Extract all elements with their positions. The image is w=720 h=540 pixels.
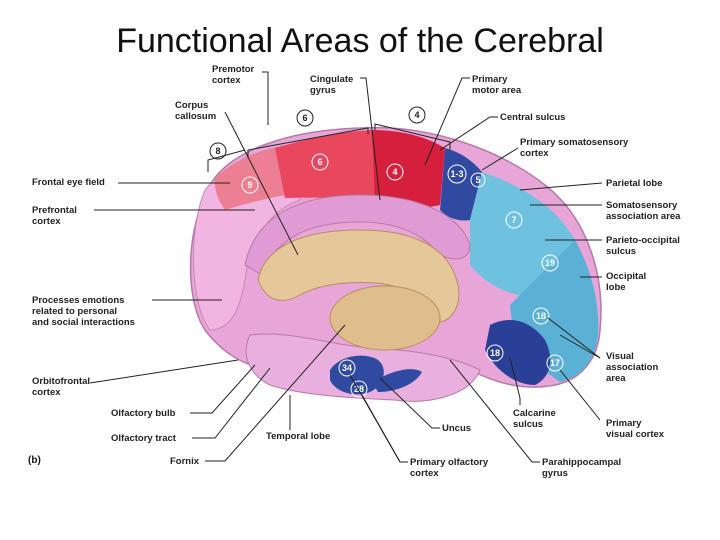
svg-text:18: 18 [490,348,500,358]
area-number-6: 6 [311,153,329,171]
svg-text:1-3: 1-3 [450,169,463,179]
leader-fornix [205,324,346,462]
svg-text:7: 7 [511,215,516,225]
uncus-tail [372,369,422,392]
leader-olfactory-bulb [190,364,256,414]
area-number-8: 8 [209,142,227,160]
leader-primary-olfactory-2 [361,394,401,463]
leader-corpus-callosum [224,111,299,256]
area-number-18-lower: 18 [486,344,504,362]
area-number-19: 19 [541,254,559,272]
label-temporal-lobe: Temporal lobe [266,431,330,442]
area-number-18-upper: 18 [532,307,550,325]
area-number-28: 28 [350,380,368,398]
svg-text:4: 4 [414,110,419,120]
svg-text:18: 18 [536,311,546,321]
svg-text:6: 6 [317,157,322,167]
area-number-7: 7 [505,211,523,229]
svg-text:6: 6 [302,113,307,123]
label-frontal-eye-field: Frontal eye field [32,177,105,188]
somatosensory-region [440,148,482,221]
svg-text:8: 8 [215,146,220,156]
svg-text:5: 5 [475,175,480,185]
leader-cingulate [360,77,381,201]
slide-title: Functional Areas of the Cerebral [116,22,604,60]
svg-text:4: 4 [392,167,397,177]
primary-motor-region [372,130,445,208]
svg-text:28: 28 [354,384,364,394]
leader-parietal-lobe [519,182,603,191]
label-olfactory-bulb: Olfactory bulb [111,408,176,419]
leader-visual-assoc-1 [547,317,601,359]
leader-orbitofrontal [89,359,239,384]
area-number-4: 4 [386,163,404,181]
bracket-area-8 [207,149,246,172]
leader-visual-assoc-2 [559,334,601,359]
area-number-1-3: 1-3 [447,164,467,184]
leader-primary-motor [424,77,470,166]
leader-uncus [379,377,440,429]
svg-text:34: 34 [342,363,352,373]
area-number-17: 17 [546,354,564,372]
cingulate-gyrus-region [244,194,471,276]
area-number-9: 9 [241,176,259,194]
leader-olfactory-tract [192,367,271,439]
area-number-5: 5 [470,172,486,188]
label-parietal-lobe: Parietal lobe [606,178,663,189]
leader-premotor [262,71,269,125]
figure-panel-label: (b) [28,455,41,466]
area-number-6-top: 6 [296,109,314,127]
leader-central-sulcus [439,116,498,151]
bracket-area-6 [247,127,369,158]
leader-calcarine [509,357,521,405]
svg-text:17: 17 [550,358,560,368]
leader-parahippocampal [449,359,540,463]
area-number-34: 34 [338,359,356,377]
primary-olfactory-region [330,355,384,395]
diencephalon-region [329,285,441,351]
svg-text:19: 19 [545,258,555,268]
label-uncus: Uncus [442,423,471,434]
bracket-area-4 [374,123,451,150]
area-number-4-top: 4 [408,106,426,124]
leader-somatosensory [481,147,519,171]
corpus-callosum-region [257,229,460,323]
label-fornix: Fornix [170,456,200,467]
visual-cortex-region [485,320,551,385]
svg-text:9: 9 [247,180,252,190]
premotor-region [275,130,375,200]
leader-primary-visual [559,369,601,421]
label-olfactory-tract: Olfactory tract [111,433,177,444]
label-central-sulcus: Central sulcus [500,112,565,123]
